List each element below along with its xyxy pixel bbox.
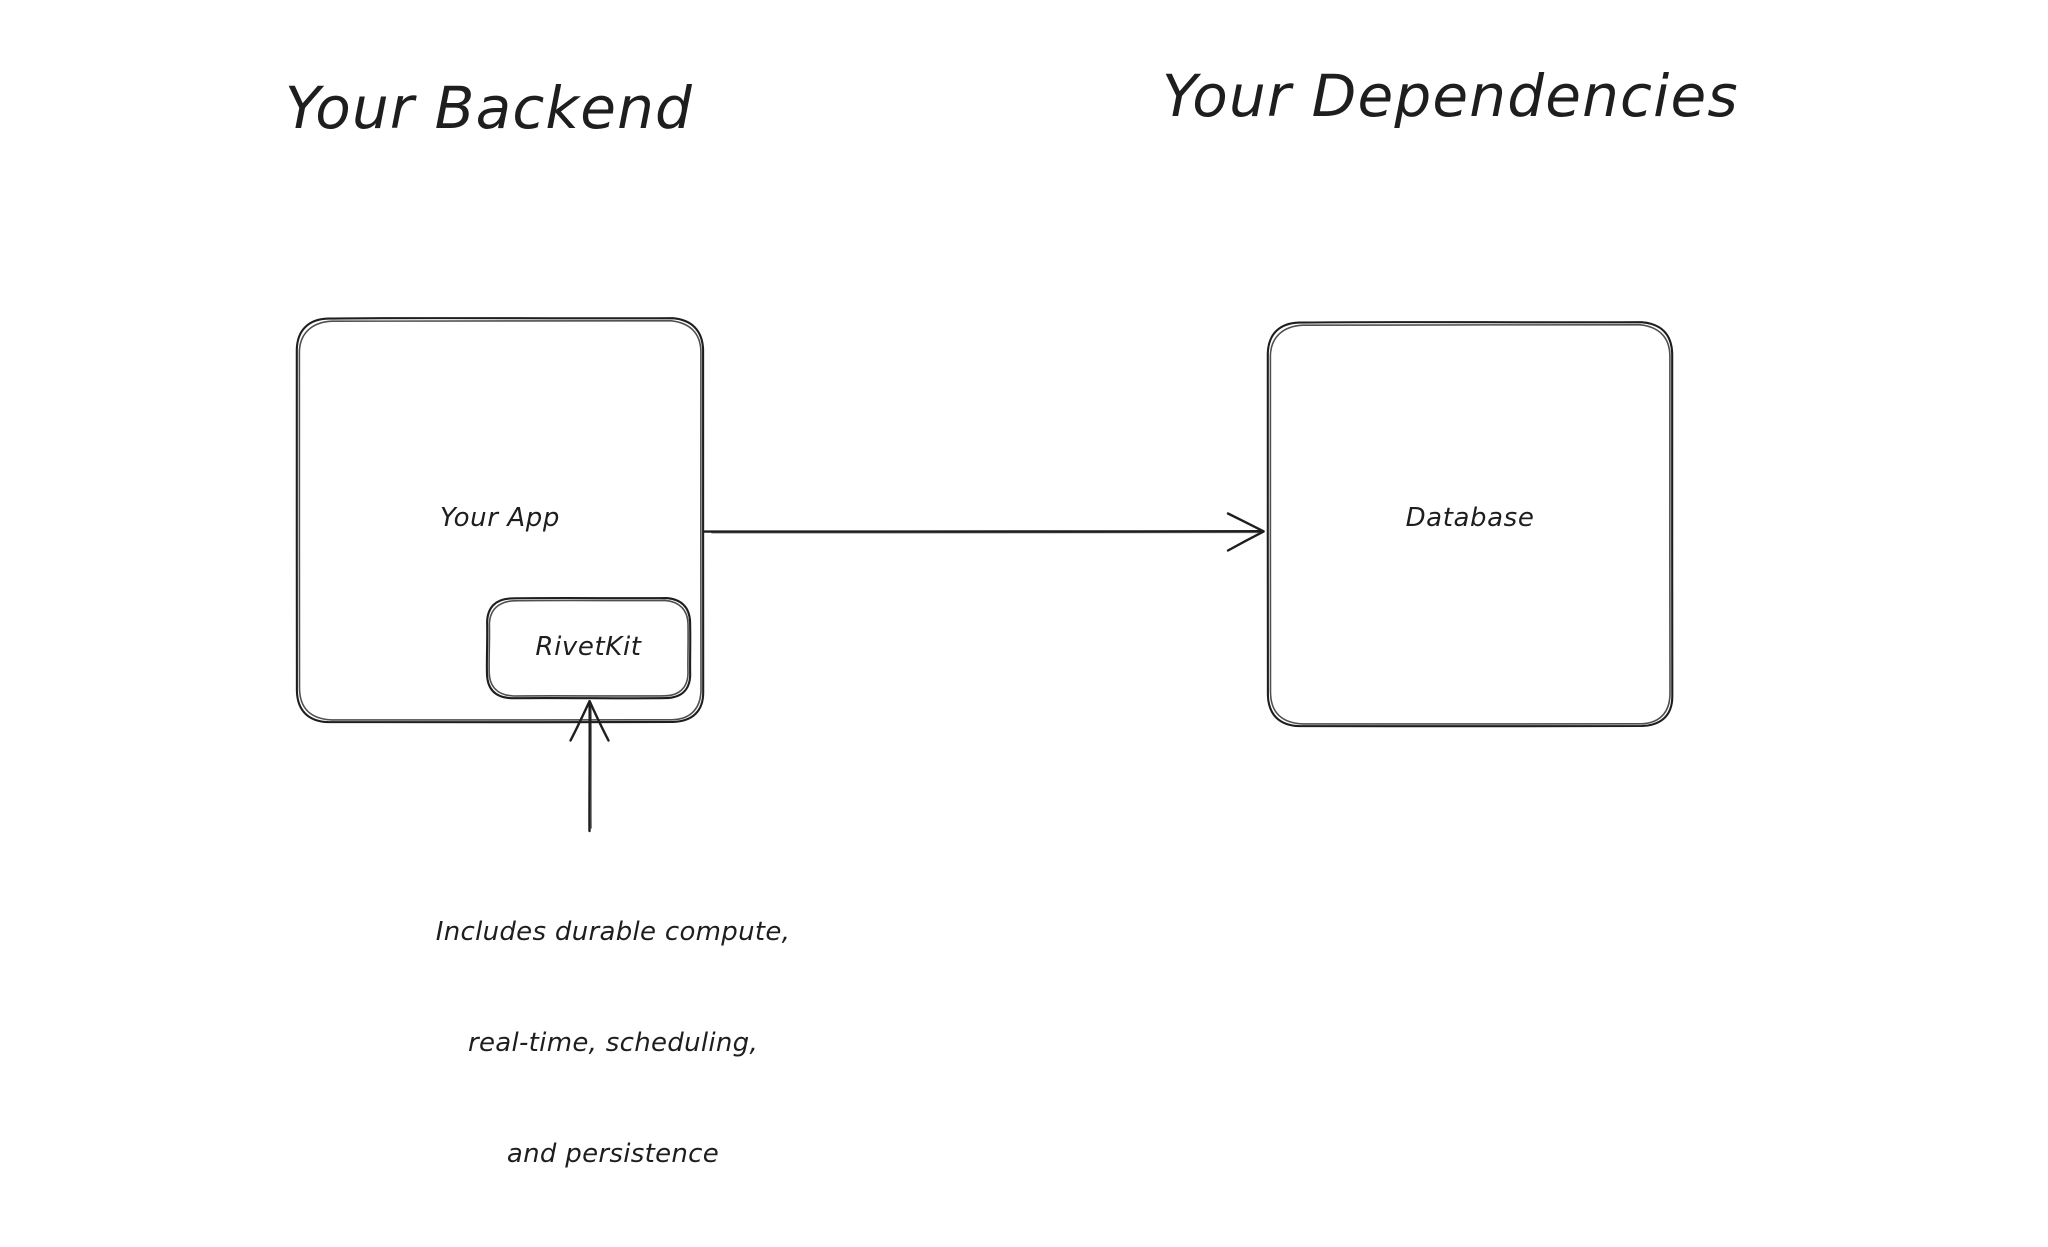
diagram-canvas: Your Backend Your Dependencies Your App …	[285, 62, 1739, 1169]
annotation-line-2: real-time, scheduling,	[467, 1028, 759, 1058]
annotation-rivetkit-note: Includes durable compute, real-time, sch…	[413, 840, 813, 1247]
edge-note-to-rivetkit-arrow[interactable]	[569, 700, 610, 833]
node-label-rivetkit: RivetKit	[535, 632, 642, 662]
group-title-your-dependencies: Your Dependencies	[1162, 62, 1739, 130]
group-title-your-backend: Your Backend	[285, 74, 694, 142]
sketch-shapes-layer	[295, 317, 1674, 833]
node-label-database: Database	[1405, 503, 1535, 533]
annotation-line-1: Includes durable compute,	[435, 917, 791, 947]
edge-app-to-database-arrow[interactable]	[702, 512, 1265, 552]
node-label-your-app: Your App	[440, 503, 560, 533]
node-your-app-box[interactable]	[295, 317, 705, 724]
node-rivetkit-box[interactable]	[485, 597, 692, 700]
annotation-line-3: and persistence	[506, 1139, 720, 1169]
node-database-box[interactable]	[1266, 321, 1674, 728]
